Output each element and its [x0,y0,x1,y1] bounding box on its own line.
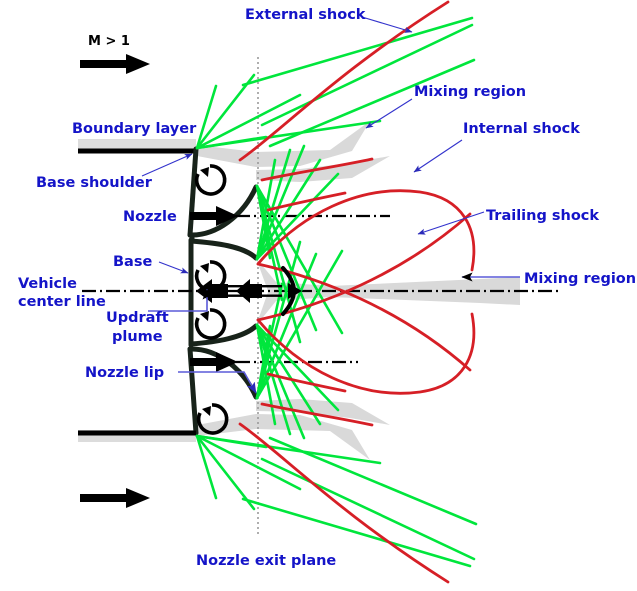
leader-lines [141,16,520,394]
leader-internal-shock [413,139,463,173]
external-shock-upper-short [260,157,374,182]
reverse-flow-arrow-outer [236,279,282,303]
boundary-layer-strip-top [78,139,196,151]
expansion-fan-upper-shoulder [195,73,382,150]
leader-mixing-region-top [365,98,413,129]
internal-shock-lower-seg [266,372,347,393]
external-shock-lower [238,422,450,584]
label-nozzle-lip: Nozzle lip [85,365,164,381]
updraft-plume-arrows [196,266,302,316]
freestream-arrow-bottom [80,488,150,508]
swirl-icon-middle-lower [194,308,227,340]
leader-base-shoulder [141,153,193,177]
upper-base-wall [187,146,199,238]
mixing-region-band-top [197,121,370,167]
label-base-shoulder: Base shoulder [36,175,153,191]
label-base: Base [113,254,152,270]
middle-nozzle-contour-lower [188,323,259,347]
internal-shock-lower [256,312,476,395]
label-mach-number: M > 1 [88,34,130,49]
internal-shock-upper-seg [266,191,347,212]
upper-nozzle-contour [187,184,259,238]
label-nozzle-exit-plane: Nozzle exit plane [196,553,336,569]
swirl-icon-lower [196,403,229,435]
leader-updraft-plume [148,288,212,312]
leader-base [158,261,189,274]
expansion-waves-lower-right [241,436,478,568]
expansion-waves-upper-right [241,16,476,148]
trailing-shock-lower [256,262,472,372]
label-external-shock: External shock [245,7,366,23]
leader-external-shock [361,16,413,33]
label-mixing-region-top: Mixing region [414,84,526,100]
leader-trailing-shock [417,211,485,235]
label-internal-shock: Internal shock [463,121,580,137]
stagnation-chevron [281,266,302,316]
external-shock-upper [238,0,450,162]
expansion-fan-lower-shoulder [195,434,382,511]
label-updraft-plume-2: plume [112,329,163,345]
text-labels: External shock Mixing region Internal sh… [18,7,636,569]
mixing-region-band-bottom [197,414,370,460]
expansion-waves [195,16,478,568]
freestream-arrow-top [80,54,150,74]
external-shock-lower-short [260,402,374,427]
label-vehicle-center-line-2: center line [18,294,106,310]
label-trailing-shock: Trailing shock [486,208,599,224]
middle-nozzle-contour-upper [188,238,259,261]
leader-nozzle-lip [178,371,257,394]
expansion-fan-middle-upper-lip [255,144,340,261]
recirculation-swirls [194,164,229,435]
label-vehicle-center-line-1: Vehicle [18,276,77,292]
shock-waves [238,0,476,584]
flow-arrows [80,54,238,508]
label-nozzle: Nozzle [123,209,177,225]
label-updraft-plume-1: Updraft [106,310,169,326]
swirl-icon-upper [194,164,227,196]
nozzle-flow-arrow-lower [190,352,238,372]
internal-shock-upper [256,189,476,272]
label-mixing-region-right: Mixing region [524,271,636,287]
nozzle-flow-arrow-upper [190,206,238,226]
vehicle-body [78,146,259,436]
label-boundary-layer: Boundary layer [72,121,197,137]
